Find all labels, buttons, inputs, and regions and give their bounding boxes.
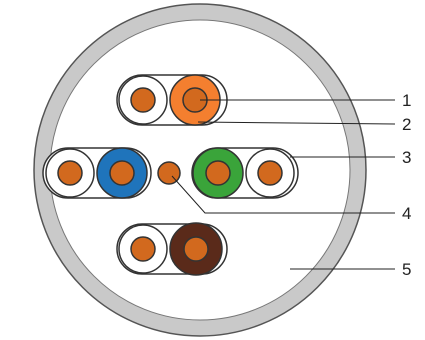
copper-conductor xyxy=(109,160,135,186)
brown-pair xyxy=(116,222,228,276)
callout-3: 3 xyxy=(402,148,411,167)
copper-conductor xyxy=(130,236,156,262)
blue-pair xyxy=(42,147,152,199)
copper-conductor xyxy=(183,236,209,262)
callout-2: 2 xyxy=(402,115,411,134)
leader-line-2 xyxy=(197,121,396,125)
callout-1: 1 xyxy=(402,91,411,110)
copper-conductor xyxy=(205,160,231,186)
copper-conductor xyxy=(257,160,283,186)
copper-conductor xyxy=(130,87,156,113)
orange-pair xyxy=(116,74,228,126)
green-pair xyxy=(191,147,299,199)
callout-4: 4 xyxy=(402,204,411,223)
callout-5: 5 xyxy=(402,260,411,279)
copper-conductor xyxy=(57,160,83,186)
leader-line-4 xyxy=(171,175,395,214)
